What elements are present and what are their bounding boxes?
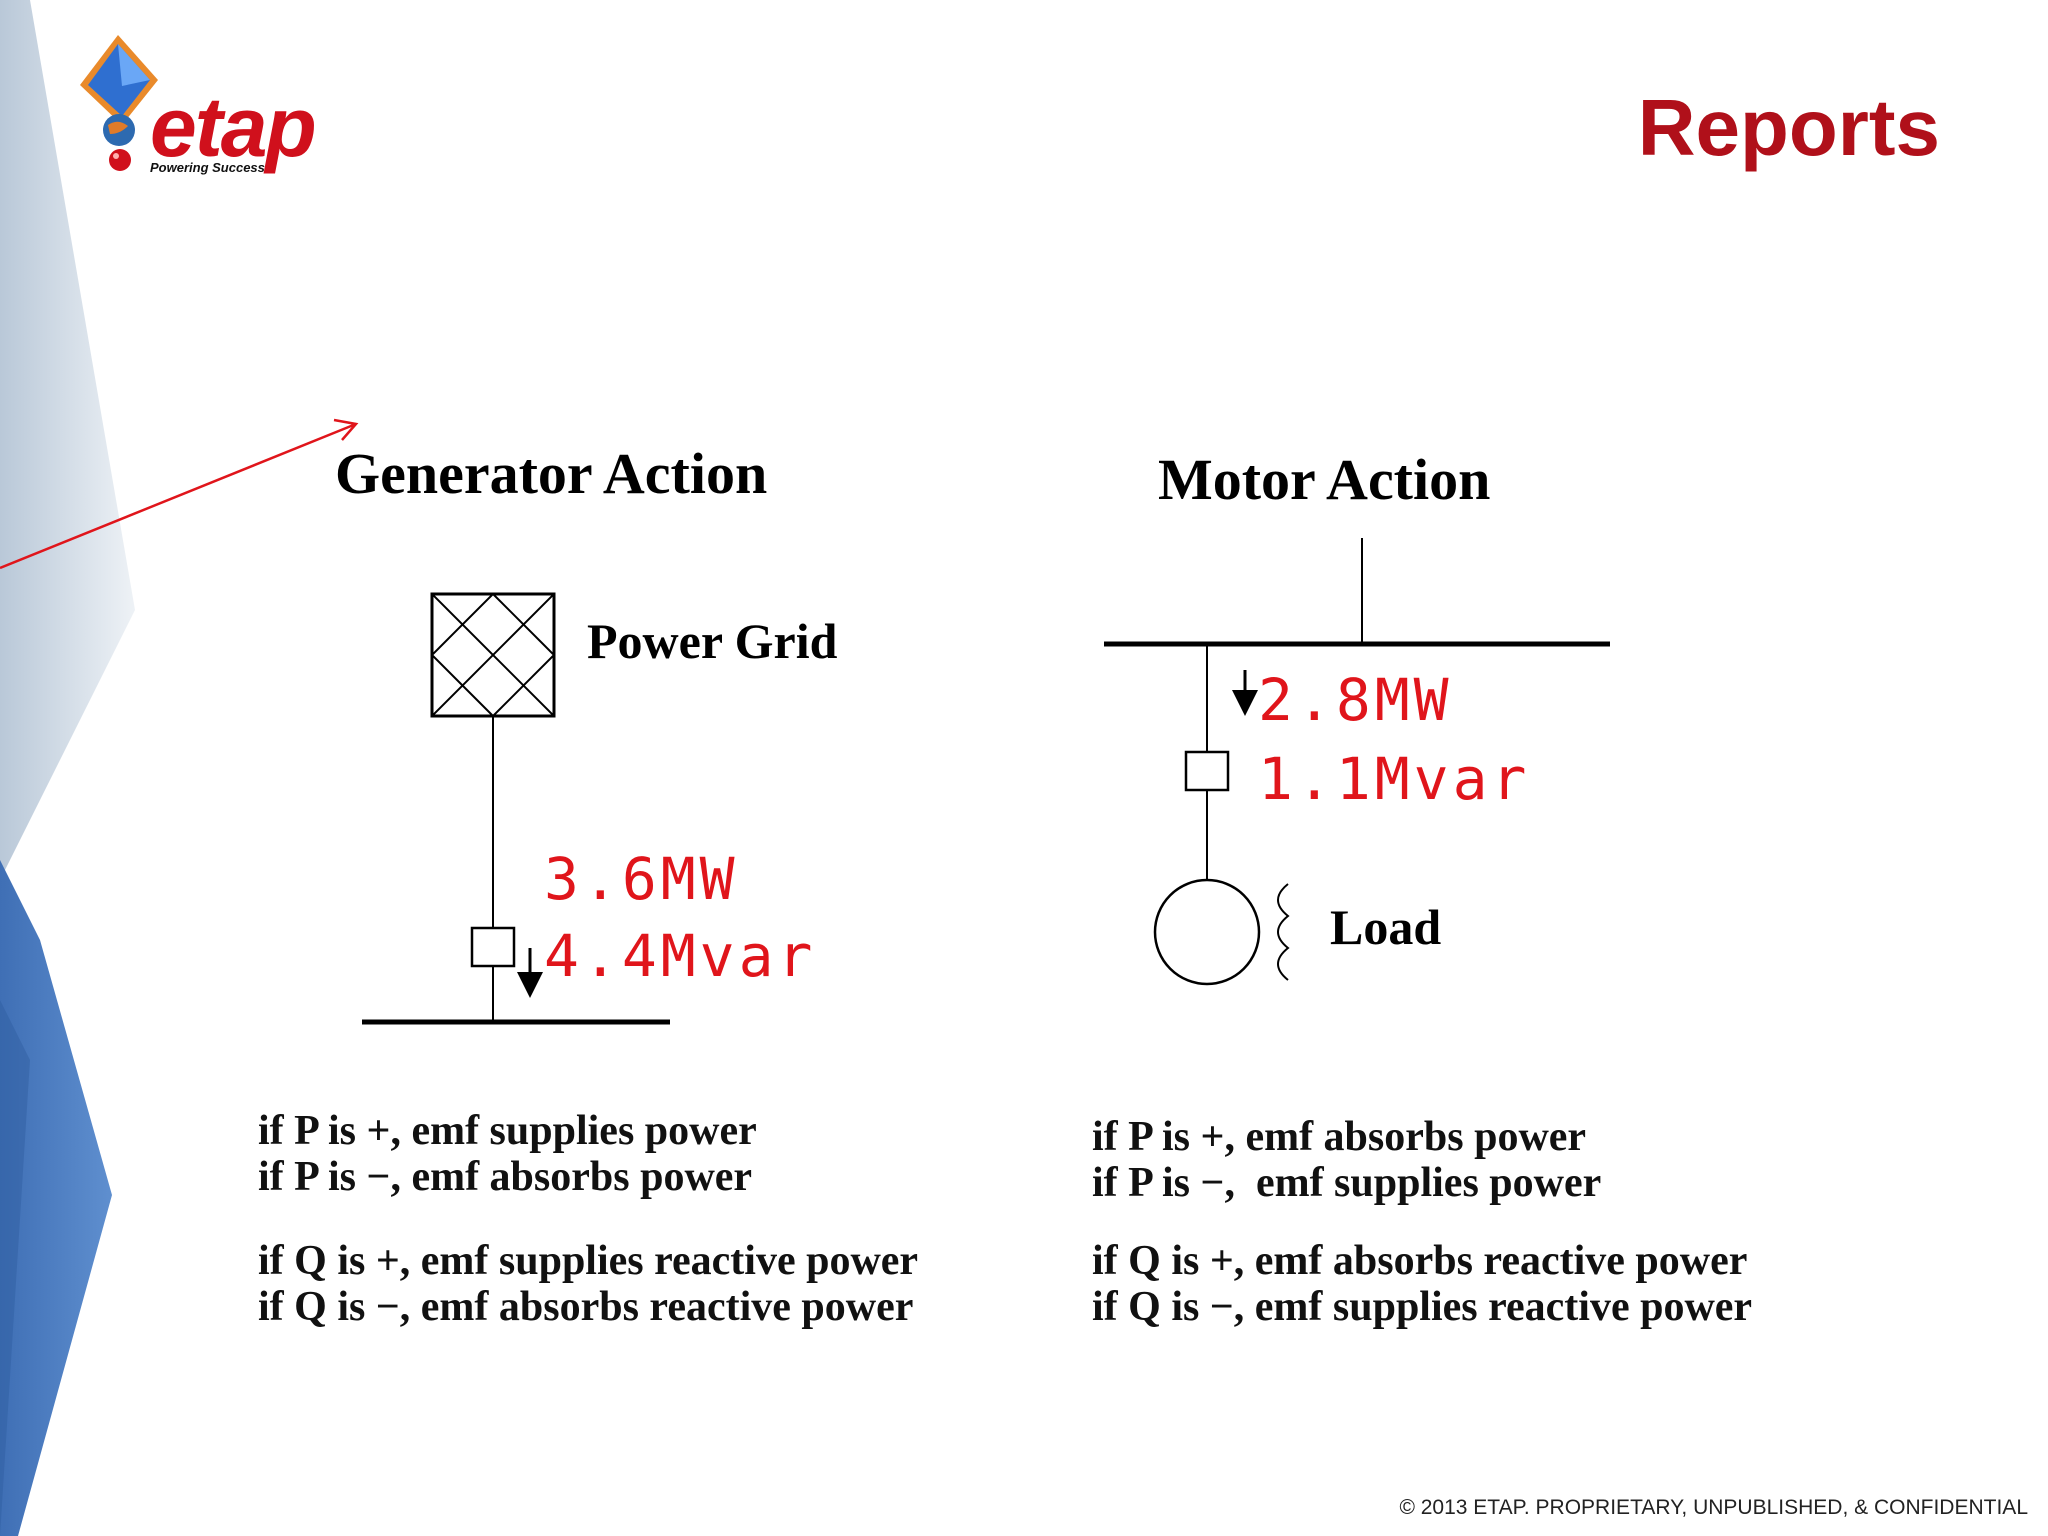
motor-title: Motor Action [1158, 447, 1491, 512]
generator-flow-arrow [517, 948, 543, 998]
generator-rule-q-plus: if Q is +, emf supplies reactive power [258, 1238, 919, 1284]
motor-p-value: 2.8MW [1258, 666, 1453, 734]
sidebar-decoration [0, 0, 135, 1536]
motor-diagram [1104, 538, 1610, 986]
load-coil-icon [1277, 883, 1290, 981]
power-grid-icon [430, 592, 556, 718]
motor-rules: if P is +, emf absorbs power if P is −, … [1092, 1114, 1752, 1330]
load-motor-icon [1153, 878, 1261, 986]
etap-logo: etap Powering Success [70, 30, 370, 180]
motor-rule-q-plus: if Q is +, emf absorbs reactive power [1092, 1238, 1748, 1284]
sidebar-gray-band [0, 0, 135, 880]
load-label: Load [1330, 899, 1442, 955]
motor-q-value: 1.1Mvar [1258, 745, 1531, 813]
motor-rule-p-minus: if P is −, emf supplies power [1092, 1160, 1602, 1206]
logo-icon [80, 35, 158, 171]
sidebar-blue-band [0, 860, 112, 1536]
generator-rule-q-minus: if Q is −, emf absorbs reactive power [258, 1284, 914, 1330]
power-grid-label: Power Grid [587, 613, 838, 669]
generator-rule-p-plus: if P is +, emf supplies power [258, 1108, 757, 1154]
motor-flow-arrow [1232, 670, 1258, 716]
motor-rule-q-minus: if Q is −, emf supplies reactive power [1092, 1284, 1753, 1330]
copyright-footer: © 2013 ETAP. PROPRIETARY, UNPUBLISHED, &… [1399, 1496, 2028, 1519]
generator-title: Generator Action [335, 441, 768, 506]
logo-tagline: Powering Success [150, 160, 265, 175]
logo-wordmark: etap [150, 80, 317, 174]
pointer-arrow [0, 418, 359, 570]
motor-rule-p-plus: if P is +, emf absorbs power [1092, 1114, 1587, 1160]
generator-diagram [362, 592, 670, 1025]
generator-rule-p-minus: if P is −, emf absorbs power [258, 1154, 753, 1200]
motor-breaker [1184, 750, 1230, 792]
sidebar-shadow-band [0, 1000, 30, 1536]
generator-breaker [470, 926, 516, 968]
generator-p-value: 3.6MW [544, 845, 739, 913]
generator-rules: if P is +, emf supplies power if P is −,… [258, 1108, 918, 1330]
generator-q-value: 4.4Mvar [544, 922, 817, 990]
page-title: Reports [1637, 83, 1940, 172]
